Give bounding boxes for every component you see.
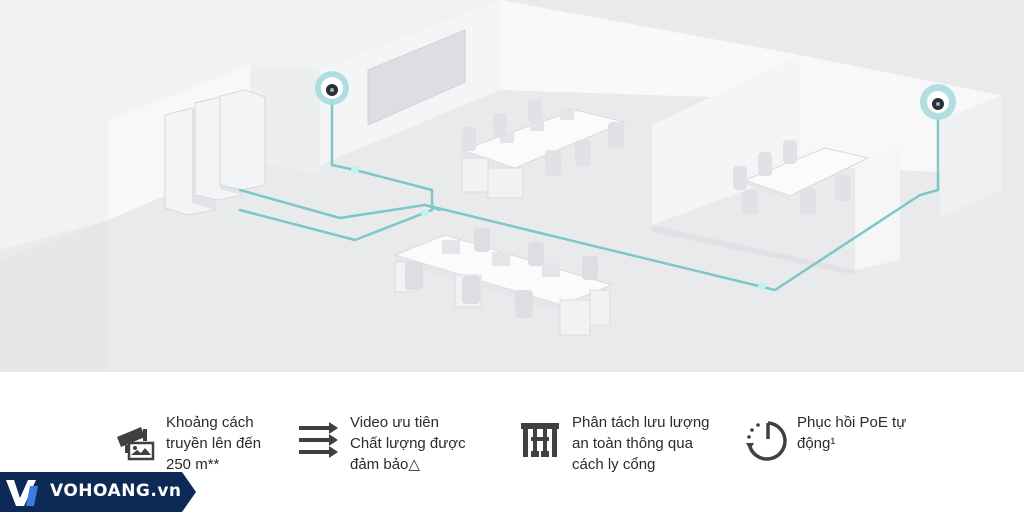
logo-text: VOHOANG.vn xyxy=(50,481,182,501)
feature-text: Phân tách lưu lượng an toàn thông qua cá… xyxy=(572,412,710,475)
network-cables xyxy=(238,93,940,292)
feature-line: 250 m** xyxy=(166,456,220,473)
feature-port-isolation: Phân tách lưu lượng an toàn thông qua cá… xyxy=(512,412,710,475)
office-network-illustration xyxy=(0,0,1024,372)
feature-line: Phục hồi PoE tự xyxy=(797,414,907,431)
feature-line: Chất lượng được xyxy=(350,435,466,452)
whiteboard xyxy=(367,29,466,126)
feature-transmission-distance: Khoảng cách truyền lên đến 250 m** xyxy=(106,412,261,475)
feature-line: cách ly cổng xyxy=(572,456,656,473)
feature-line: đảm bảo△ xyxy=(350,456,420,473)
meeting-table xyxy=(733,140,870,214)
server-racks xyxy=(164,89,266,216)
vohoang-logo[interactable]: VOHOANG.vn xyxy=(0,472,196,512)
camera-1 xyxy=(315,71,349,105)
desk-cluster-back xyxy=(460,99,627,199)
feature-poe-recovery: Phục hồi PoE tự động¹ xyxy=(737,412,906,468)
feature-text: Video ưu tiên Chất lượng được đảm bảo△ xyxy=(350,412,466,475)
feature-line: an toàn thông qua xyxy=(572,435,693,452)
feature-video-priority: Video ưu tiên Chất lượng được đảm bảo△ xyxy=(290,412,466,475)
feature-line: truyền lên đến xyxy=(166,435,262,452)
feature-line: Khoảng cách xyxy=(166,414,254,431)
feature-line: Video ưu tiên xyxy=(350,414,439,431)
feature-line: động¹ xyxy=(797,435,836,452)
feature-text: Phục hồi PoE tự động¹ xyxy=(797,412,906,454)
feature-line: Phân tách lưu lượng xyxy=(572,414,710,431)
camera-2 xyxy=(920,84,956,120)
port-isolation-icon xyxy=(512,412,568,468)
poe-recovery-icon xyxy=(737,412,793,468)
desk-cluster-front xyxy=(393,228,614,336)
feature-text: Khoảng cách truyền lên đến 250 m** xyxy=(166,412,261,475)
priority-arrows-icon xyxy=(290,412,346,468)
camera-distance-icon xyxy=(106,412,162,468)
